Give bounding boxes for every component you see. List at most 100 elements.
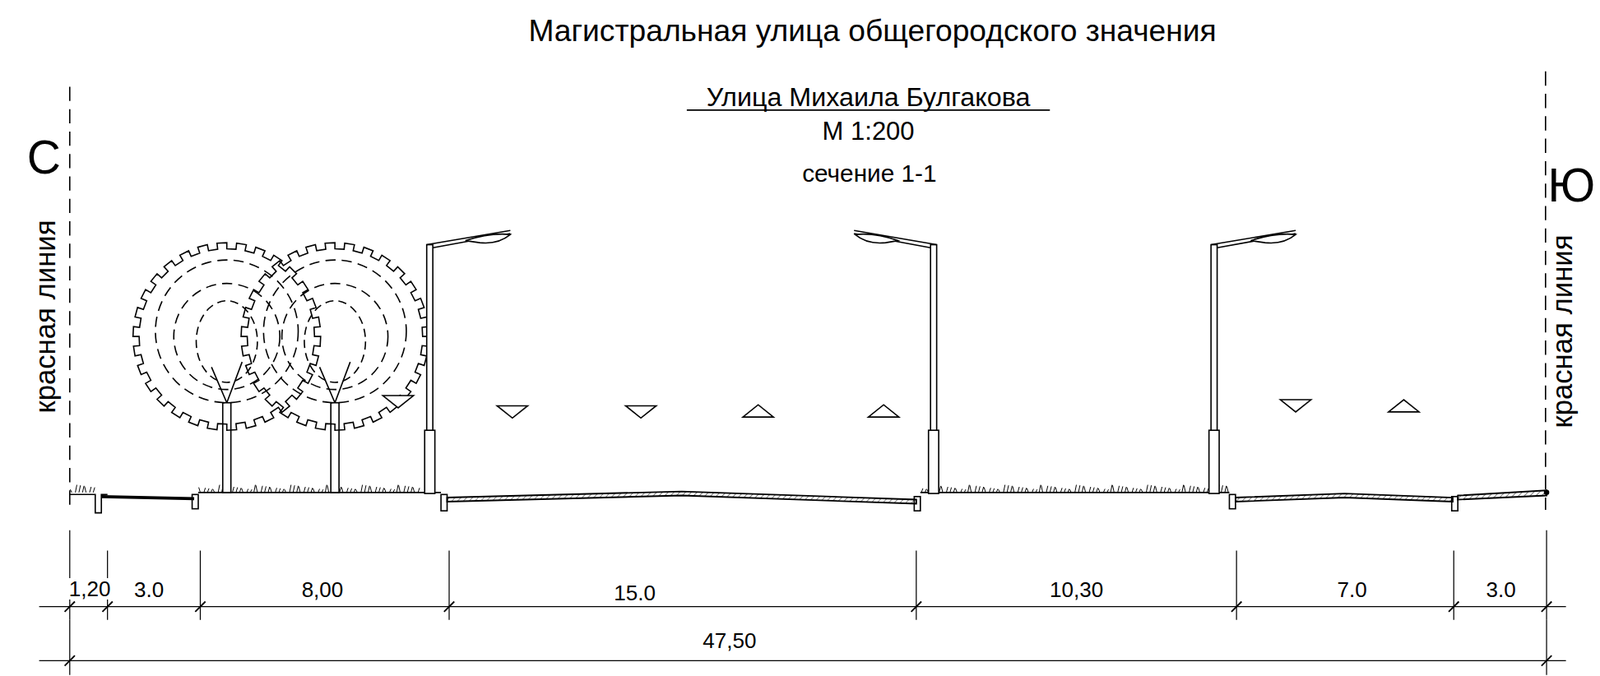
grass-stroke <box>321 489 324 493</box>
dimension-value: 8,00 <box>300 579 346 601</box>
scale-note: М 1:200 <box>822 119 915 145</box>
grass-stroke <box>1177 489 1180 493</box>
traffic-direction-mark <box>382 395 1420 418</box>
grass-stroke <box>1017 486 1020 493</box>
grass-stroke <box>341 487 344 493</box>
grass-stroke <box>1026 488 1029 493</box>
grass-stroke <box>1012 486 1015 492</box>
grass-stroke <box>275 487 278 493</box>
dimension-value: 1,20 <box>67 578 113 600</box>
grass-stroke <box>417 487 420 493</box>
grass-stroke <box>992 488 995 493</box>
red-line-label: красная линия <box>1548 235 1577 429</box>
grass-stroke <box>1113 485 1115 493</box>
grass-stroke <box>1075 485 1077 493</box>
grass-stroke <box>1131 487 1134 493</box>
grass-stroke <box>398 485 401 493</box>
grass-stroke <box>254 485 256 493</box>
grass-stroke <box>1053 486 1056 493</box>
grass-stroke <box>207 488 209 493</box>
grass-stroke <box>1107 489 1109 493</box>
grass-stroke <box>1024 487 1027 493</box>
grass-stroke <box>983 487 986 493</box>
grass-stroke <box>1069 489 1072 493</box>
grass-stroke <box>941 486 943 492</box>
grass-stroke <box>327 485 330 493</box>
grass-stroke <box>384 488 386 493</box>
grass-stroke <box>84 486 87 492</box>
grass-stroke <box>1164 487 1166 493</box>
grass-stroke <box>950 487 952 493</box>
grass-stroke <box>960 488 963 492</box>
grass-stroke <box>217 485 220 493</box>
grass-stroke <box>268 486 270 493</box>
grass-stroke <box>1110 485 1113 493</box>
grass-stroke <box>988 487 991 493</box>
grass-stroke <box>939 486 942 493</box>
grass-stroke <box>284 489 287 493</box>
grass-stroke <box>1103 488 1105 492</box>
grass-stroke <box>1140 489 1143 493</box>
street-lamp <box>1209 230 1296 494</box>
grass-stroke <box>82 486 84 493</box>
grass-stroke <box>361 485 363 493</box>
grass-stroke <box>393 489 395 493</box>
grass-stroke <box>378 487 381 493</box>
grass-stroke <box>236 487 238 493</box>
red-line-label: красная линия <box>30 219 60 413</box>
dimension-value: 15.0 <box>612 582 658 604</box>
grass-stroke <box>250 489 252 493</box>
grass-stroke <box>303 486 306 493</box>
grass-stroke <box>1032 488 1035 492</box>
grass-stroke <box>978 486 980 492</box>
grass-stroke <box>282 488 284 492</box>
grass-stroke <box>1150 485 1152 493</box>
grass-stroke <box>1006 485 1009 493</box>
grass-stroke <box>389 488 391 492</box>
grass-stroke <box>232 486 235 493</box>
grass-stroke <box>969 485 972 493</box>
grass-stroke <box>1098 488 1100 493</box>
grass-stroke <box>396 485 399 493</box>
grass-stroke <box>292 485 295 493</box>
grass-stroke <box>1221 485 1224 493</box>
grass-stroke <box>69 489 72 493</box>
grass-stroke <box>967 485 970 493</box>
grass-stroke <box>1046 486 1049 493</box>
grass-stroke <box>946 486 948 493</box>
grass-stroke <box>1089 486 1091 493</box>
grass-stroke <box>382 487 385 493</box>
grass-stroke <box>1049 486 1052 492</box>
north-mark: С <box>27 134 61 182</box>
grass-stroke <box>964 489 966 493</box>
grass-stroke <box>1135 488 1137 493</box>
grass-stroke <box>75 485 78 493</box>
grass-stroke <box>353 488 356 492</box>
grass-stroke <box>1192 486 1195 492</box>
grass-stroke <box>1055 487 1058 493</box>
red-line <box>69 86 71 511</box>
dimension-lines <box>39 530 1567 676</box>
grass-stroke <box>213 489 215 493</box>
grass-stroke <box>1174 488 1177 492</box>
grass-stroke <box>289 485 292 493</box>
grass-stroke <box>307 487 310 493</box>
grass-stroke <box>1121 486 1123 492</box>
grass-stroke <box>1060 487 1063 493</box>
grass-stroke <box>1038 485 1041 493</box>
grass-stroke <box>312 488 315 493</box>
grass-stroke <box>364 485 367 493</box>
grass-stroke <box>92 487 95 493</box>
grass-stroke <box>346 487 348 493</box>
grass-stroke <box>1226 486 1229 492</box>
grass-stroke <box>1084 486 1086 492</box>
grass-stroke <box>239 487 242 493</box>
grass-stroke <box>367 486 370 493</box>
grass-stroke <box>255 485 258 493</box>
grass-stroke <box>403 486 406 493</box>
grass-stroke <box>339 486 342 493</box>
dimension-value: 3.0 <box>1484 579 1518 601</box>
street-lamp <box>424 230 511 494</box>
drawing-title: Магистральная улица общегородского значе… <box>528 16 1216 47</box>
